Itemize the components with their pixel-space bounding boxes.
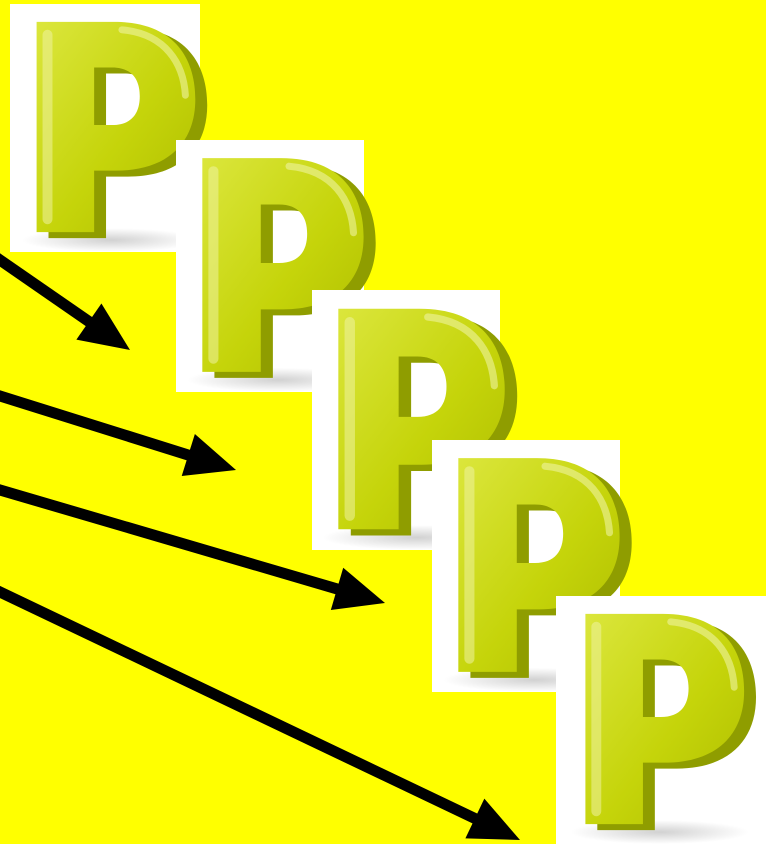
- arrow-head: [465, 798, 520, 840]
- letter-p-icon: [21, 21, 208, 252]
- arrow-1: [0, 253, 130, 350]
- arrow-3: [0, 484, 385, 611]
- arrow-shaft: [0, 253, 96, 329]
- arrow-shaft: [0, 585, 481, 826]
- letter-p-icon: [187, 158, 376, 392]
- letter-p-tile-1: [10, 4, 208, 252]
- arrow-4: [0, 585, 520, 840]
- yellow-background: [0, 0, 766, 596]
- arrow-head: [76, 303, 130, 350]
- letter-p-tile-5: [556, 596, 766, 844]
- letter-p-icon: [570, 613, 757, 844]
- arrow-2: [0, 390, 236, 477]
- arrow-shaft: [0, 390, 194, 462]
- letter-p-icon: [443, 458, 632, 692]
- arrow-shaft: [0, 484, 343, 596]
- arrow-head: [181, 434, 236, 477]
- arrow-head: [330, 567, 385, 611]
